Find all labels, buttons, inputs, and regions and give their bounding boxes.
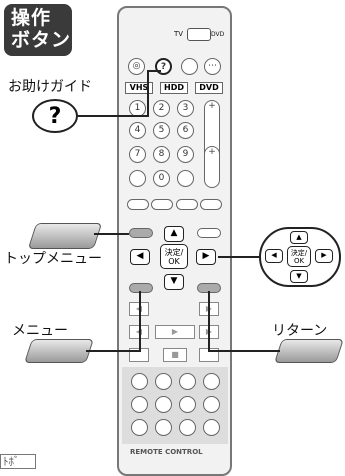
menu-callout-line-h [86,350,140,352]
bottom-key-9[interactable] [131,419,148,436]
title-line-2: ボタン [11,29,72,51]
enlarged-ok-bottom: OK [293,257,305,265]
bottom-key-7[interactable] [179,396,196,413]
return-enlarged [274,339,344,363]
play-key[interactable]: ▶ [155,325,195,339]
pill-button-1[interactable] [127,199,149,210]
bottom-key-10[interactable] [155,419,172,436]
top-menu-enlarged [27,223,103,249]
title-line-1: 操作 [11,7,52,29]
number-key-0[interactable]: 0 [153,170,170,187]
dpad-callout-line [218,256,260,258]
dvd-switch-label: DVD [211,31,225,38]
dpad-down[interactable]: ▼ [164,274,184,290]
power-button[interactable]: ◎ [128,58,145,75]
number-key-9[interactable]: 9 [177,146,194,163]
help-callout-line-h [76,115,148,117]
ok-label-top: 決定/ [164,248,184,257]
number-key-6[interactable]: 6 [177,122,194,139]
hdd-button[interactable]: HDD [160,82,188,94]
menu-callout-line-v [139,291,141,352]
number-key-8[interactable]: 8 [153,146,170,163]
bottom-key-5[interactable] [131,396,148,413]
pill-button-2[interactable] [151,199,173,210]
bottom-key-11[interactable] [179,419,196,436]
pill-button-4[interactable] [200,199,222,210]
dpad-left[interactable]: ◀ [130,249,150,265]
remote-right-upper-key[interactable] [197,228,221,238]
corner-tab: ﾄﾎﾞ [0,454,36,469]
pill-button-3[interactable] [176,199,198,210]
dvd-button[interactable]: DVD [195,82,223,94]
dpad-enlarged-right: ▶ [315,249,333,263]
help-guide-button[interactable]: ? [155,58,172,75]
vhs-button[interactable]: VHS [125,82,153,94]
bottom-key-8[interactable] [203,396,220,413]
blank-key-left[interactable] [129,170,146,187]
rocker-plus-icon-2: + [208,147,216,157]
return-callout-line-h [209,350,280,352]
round-button-3[interactable] [181,58,198,75]
dpad-enlarged-down: ▼ [290,270,308,283]
stop-key[interactable]: ■ [163,348,187,362]
number-key-2[interactable]: 2 [153,100,170,117]
top-menu-callout-line [94,233,129,235]
number-key-5[interactable]: 5 [153,122,170,139]
tv-label: TV [174,30,184,38]
help-callout-line-h2 [147,70,161,72]
number-key-3[interactable]: 3 [177,100,194,117]
menu-label: メニュー [12,323,68,339]
dpad-right[interactable]: ▶ [196,249,216,265]
brand-text: REMOTE CONTROL [130,448,203,456]
bottom-key-12[interactable] [203,419,220,436]
enlarged-ok-top: 決定/ [290,249,308,257]
title-badge: 操作 ボタン [4,4,72,56]
bottom-key-1[interactable] [131,373,148,390]
help-guide-label: お助けガイド [8,79,92,95]
dpad-up[interactable]: ▲ [164,226,184,242]
dpad-ok-button[interactable]: 決定/ OK [160,244,188,269]
bottom-key-6[interactable] [155,396,172,413]
dpad-enlarged-up: ▲ [290,231,308,244]
blank-key-right[interactable] [177,170,194,187]
number-key-4[interactable]: 4 [129,122,146,139]
remote-menu-key[interactable] [129,283,153,293]
bottom-key-4[interactable] [203,373,220,390]
help-guide-enlarged: ? [32,99,78,133]
volume-rocker[interactable]: + [204,146,220,188]
dpad-enlarged-ok: 決定/ OK [287,246,311,267]
menu-enlarged [24,339,94,363]
rocker-plus-icon: + [208,101,216,111]
number-key-7[interactable]: 7 [129,146,146,163]
round-button-4[interactable]: ⋯ [204,58,221,75]
dpad-enlarged-left: ◀ [265,249,283,263]
help-callout-line-v [147,70,149,117]
remote-top-menu-key[interactable] [129,228,153,238]
top-menu-label: トップメニュー [4,251,102,267]
ok-label-bottom: OK [168,257,180,266]
return-callout-line-v [208,291,210,352]
bottom-key-3[interactable] [179,373,196,390]
bottom-key-2[interactable] [155,373,172,390]
tv-dvd-switch[interactable] [187,28,211,41]
return-label: リターン [272,323,328,339]
